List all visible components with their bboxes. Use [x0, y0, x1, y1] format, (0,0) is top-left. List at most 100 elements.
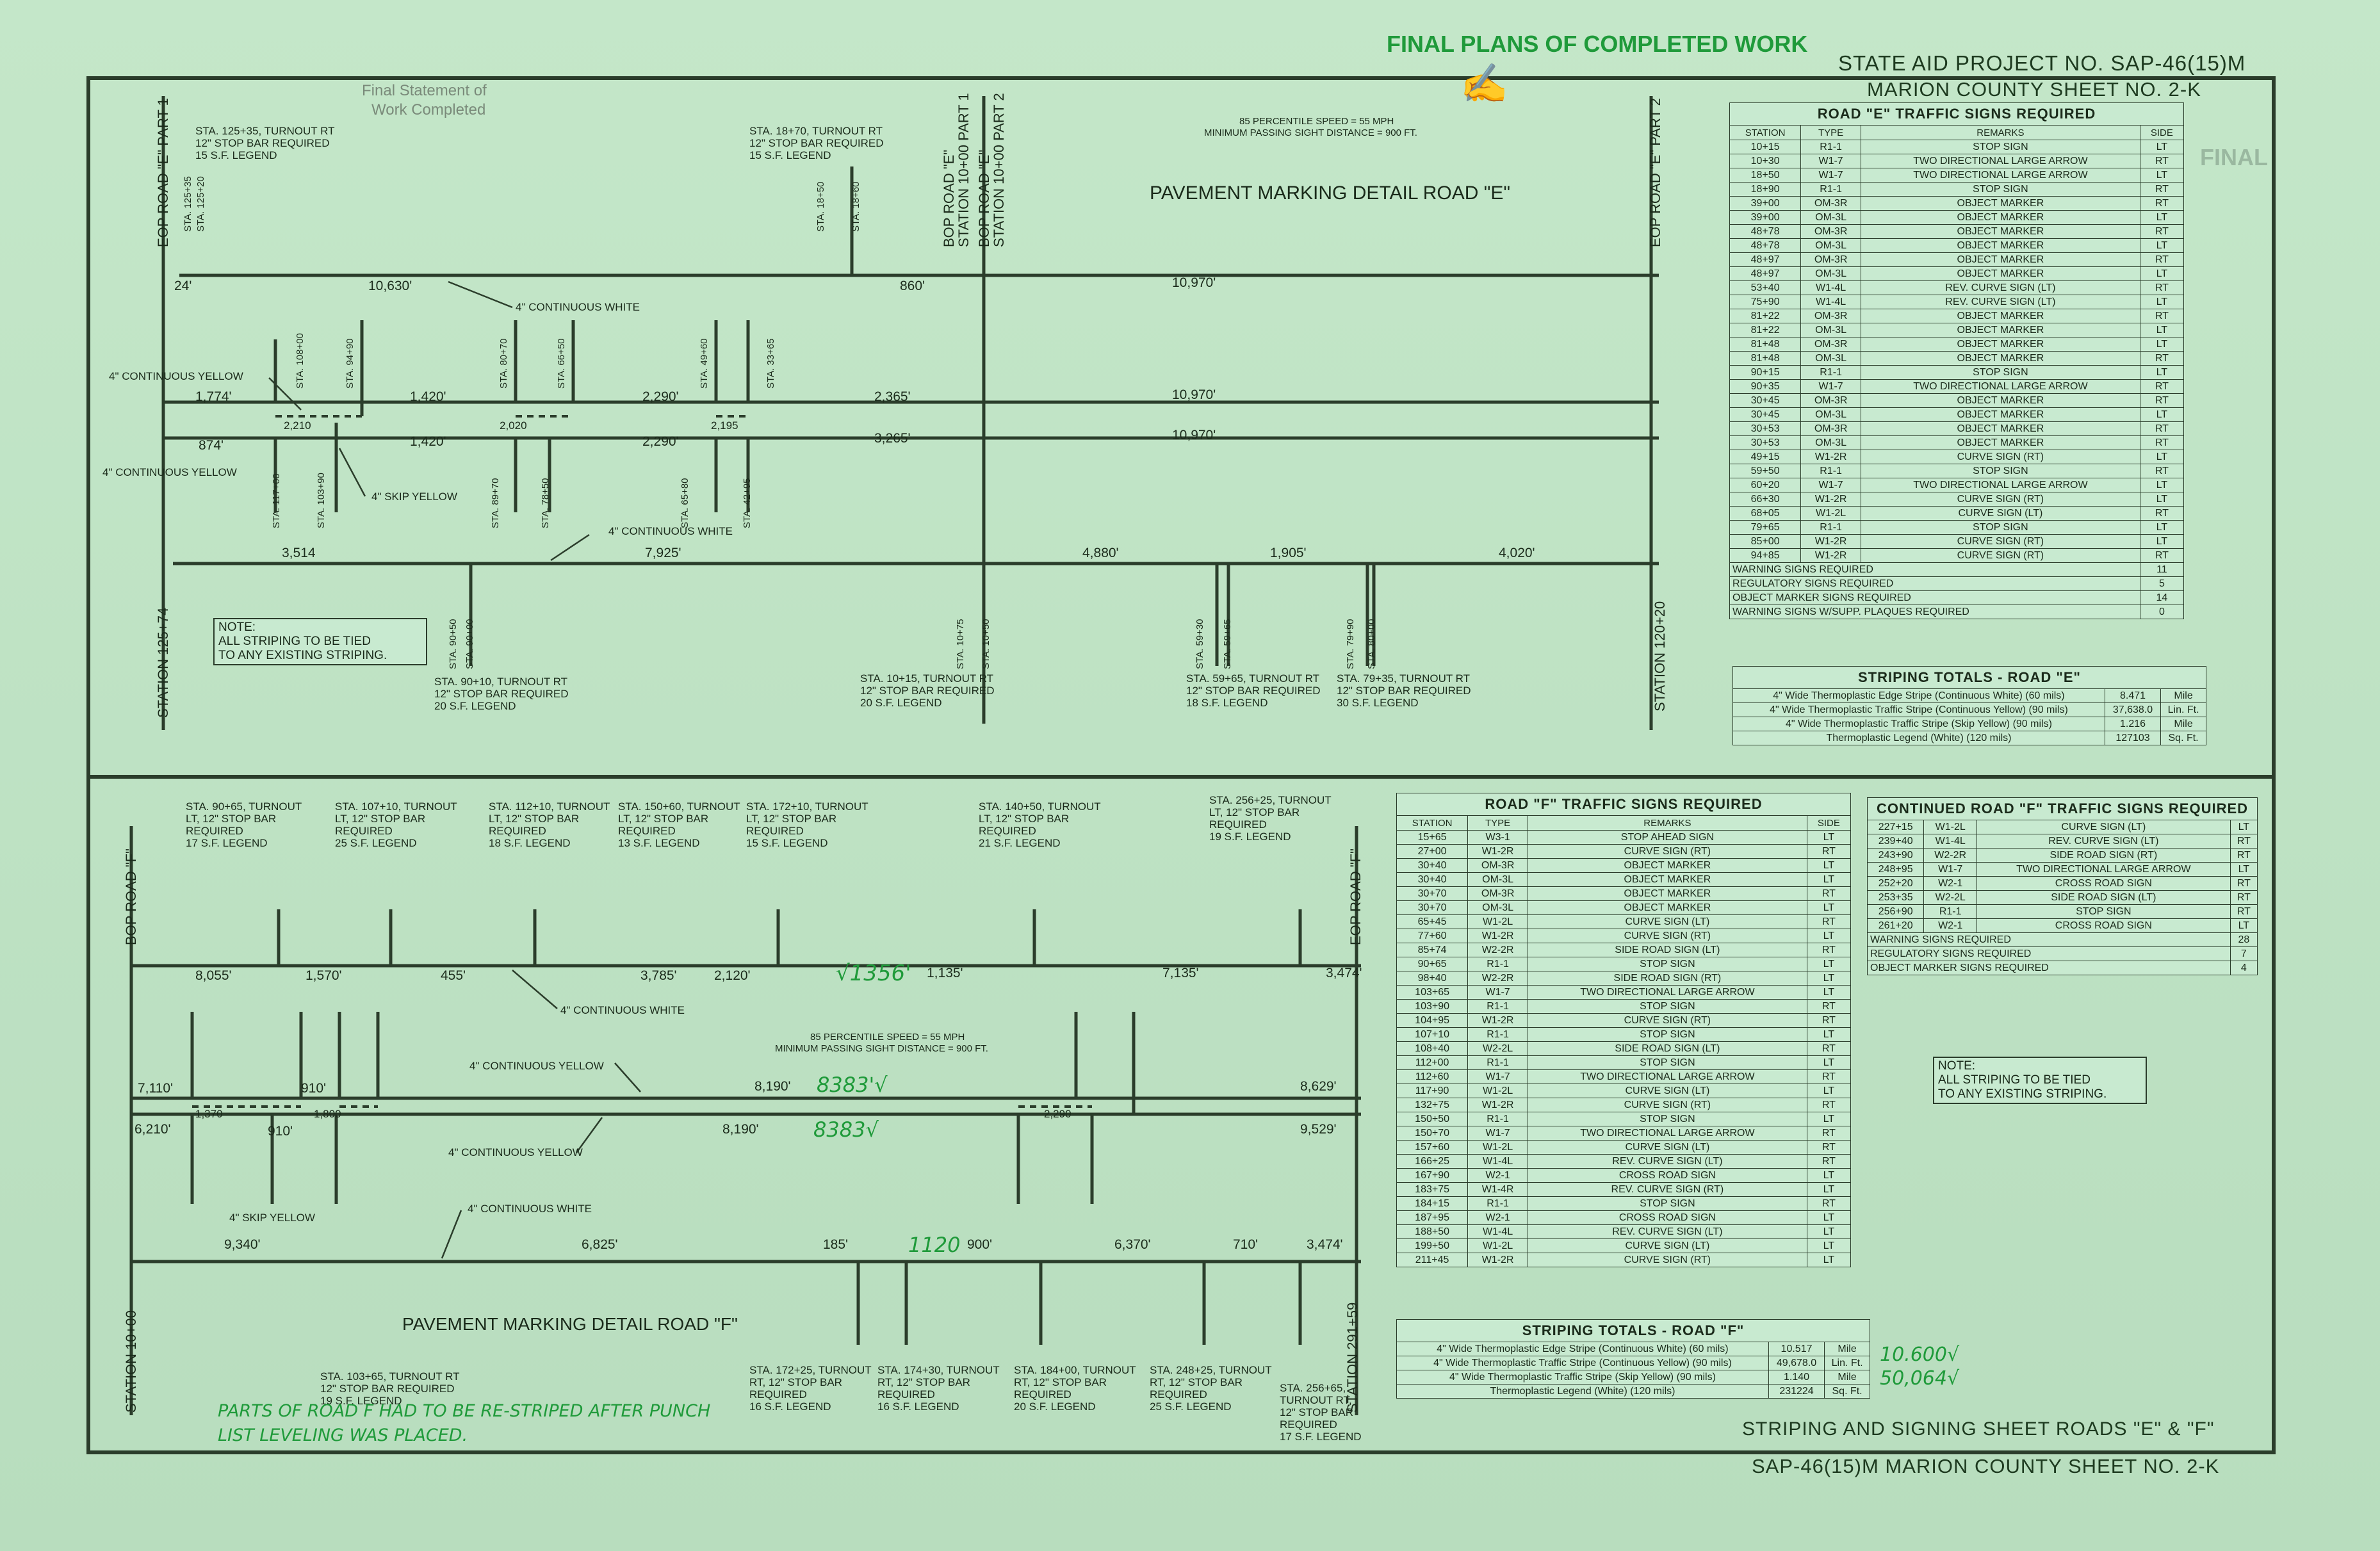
col-type: TYPE — [1467, 815, 1528, 831]
road-e-dim: 7,925' — [645, 546, 681, 560]
road-e-sta-part2: STATION 10+00 PART 2 — [991, 93, 1007, 247]
table-cell: 30+45 — [1729, 407, 1802, 422]
table-cell: LT — [2139, 210, 2185, 225]
county-sheet-top: MARION COUNTY SHEET NO. 2-K — [1867, 78, 2201, 101]
table-cell: 150+50 — [1396, 1112, 1469, 1126]
table-cell: OM-3R — [1800, 393, 1861, 408]
table-cell: OM-3R — [1800, 224, 1861, 239]
table-cell: 68+05 — [1729, 506, 1802, 521]
table-cell: TWO DIRECTIONAL LARGE ARROW — [1861, 154, 2140, 168]
table-cell: OBJECT MARKER — [1528, 872, 1807, 887]
table-cell: 103+90 — [1396, 999, 1469, 1014]
table-cell: REGULATORY SIGNS REQUIRED — [1867, 946, 2231, 961]
table-cell: LT — [2139, 407, 2185, 422]
table-cell: 30+53 — [1729, 435, 1802, 450]
table-cell: W1-7 — [1467, 1069, 1528, 1084]
table-cell: Mile — [2160, 717, 2206, 731]
table-cell: CURVE SIGN (LT) — [1528, 914, 1807, 929]
table-cell: W2-2L — [1467, 1041, 1528, 1056]
table-cell: 59+50 — [1729, 464, 1802, 478]
table-cell: CROSS ROAD SIGN — [1977, 918, 2231, 933]
table-cell: CURVE SIGN (RT) — [1861, 450, 2140, 464]
table-cell: 5 — [2139, 576, 2185, 591]
road-e-striping-body: 4" Wide Thermoplastic Edge Stripe (Conti… — [1732, 688, 2206, 745]
road-f-dim: 910' — [301, 1081, 327, 1096]
table-cell: OM-3R — [1800, 196, 1861, 211]
final-statement-stamp: Final Statement of — [362, 82, 487, 99]
table-cell: 0 — [2139, 605, 2185, 619]
table-cell: 253+35 — [1866, 890, 1925, 905]
road-e-sta-end: STATION 120+20 — [1652, 601, 1668, 711]
road-e-sta-part1: STATION 10+00 PART 1 — [956, 93, 972, 247]
road-e-cont-yellow-2: 4" CONTINUOUS YELLOW — [102, 466, 237, 478]
table-row: 4" Wide Thermoplastic Traffic Stripe (Sk… — [1396, 1370, 1870, 1385]
table-cell: WARNING SIGNS W/SUPP. PLAQUES REQUIRED — [1729, 605, 2140, 619]
table-cell: LT — [2229, 918, 2258, 933]
table-cell: 18+50 — [1729, 168, 1802, 183]
table-cell: 48+97 — [1729, 266, 1802, 281]
table-cell: RT — [1806, 1098, 1852, 1112]
table-cell: OBJECT MARKER — [1861, 224, 2140, 239]
table-cell: LT — [2139, 365, 2185, 380]
road-e-station: STA. 49+60 — [699, 338, 710, 389]
road-e-speed: 85 PERCENTILE SPEED = 55 MPH — [1239, 116, 1394, 127]
table-cell: RT — [2139, 435, 2185, 450]
road-f-dim: 1,370 — [195, 1108, 223, 1120]
table-cell: STOP SIGN — [1977, 904, 2231, 919]
table-cell: Thermoplastic Legend (White) (120 mils) — [1732, 731, 2105, 745]
work-completed-stamp: Work Completed — [371, 101, 486, 118]
road-e-station: STA. 80+70 — [498, 338, 509, 389]
table-cell: RT — [2139, 224, 2185, 239]
table-cell: W1-7 — [1467, 1126, 1528, 1141]
road-e-dim: 874' — [199, 438, 224, 453]
table-cell: 98+40 — [1396, 971, 1469, 986]
table-cell: OBJECT MARKER — [1861, 323, 2140, 337]
table-cell: 66+30 — [1729, 492, 1802, 507]
table-cell: 243+90 — [1866, 848, 1925, 863]
table-cell: LT — [1806, 957, 1852, 971]
table-cell: OBJECT MARKER — [1861, 238, 2140, 253]
table-cell: 10+15 — [1729, 140, 1802, 154]
road-e-dim: 10,970' — [1172, 428, 1216, 443]
road-f-note: NOTE: ALL STRIPING TO BE TIED TO ANY EXI… — [1933, 1057, 2147, 1104]
table-cell: RT — [1806, 1126, 1852, 1141]
table-cell: RT — [2139, 379, 2185, 394]
table-cell: 65+45 — [1396, 914, 1469, 929]
table-cell: 10+30 — [1729, 154, 1802, 168]
table-cell: CROSS ROAD SIGN — [1528, 1210, 1807, 1225]
table-cell: LT — [1806, 900, 1852, 915]
table-cell: STOP SIGN — [1861, 464, 2140, 478]
table-cell: 10.517 — [1768, 1342, 1825, 1356]
table-row: 4" Wide Thermoplastic Traffic Stripe (Co… — [1396, 1356, 1870, 1370]
road-f-speed: 85 PERCENTILE SPEED = 55 MPH — [810, 1032, 965, 1043]
table-cell: W1-2R — [1467, 1013, 1528, 1028]
outer-border — [86, 76, 2276, 1454]
road-f-dim: 185' — [823, 1237, 849, 1252]
table-cell: 48+78 — [1729, 238, 1802, 253]
table-cell: 30+70 — [1396, 900, 1469, 915]
table-cell: 4" Wide Thermoplastic Traffic Stripe (Co… — [1732, 702, 2105, 717]
table-cell: W2-1 — [1923, 876, 1978, 891]
road-e-sta-start: STATION 125+74 — [155, 607, 171, 718]
table-cell: TWO DIRECTIONAL LARGE ARROW — [1977, 862, 2231, 877]
table-cell: STOP SIGN — [1528, 1196, 1807, 1211]
road-e-dim: 3,265' — [874, 431, 911, 446]
table-cell: OM-3R — [1800, 421, 1861, 436]
table-cell: R1-1 — [1467, 957, 1528, 971]
